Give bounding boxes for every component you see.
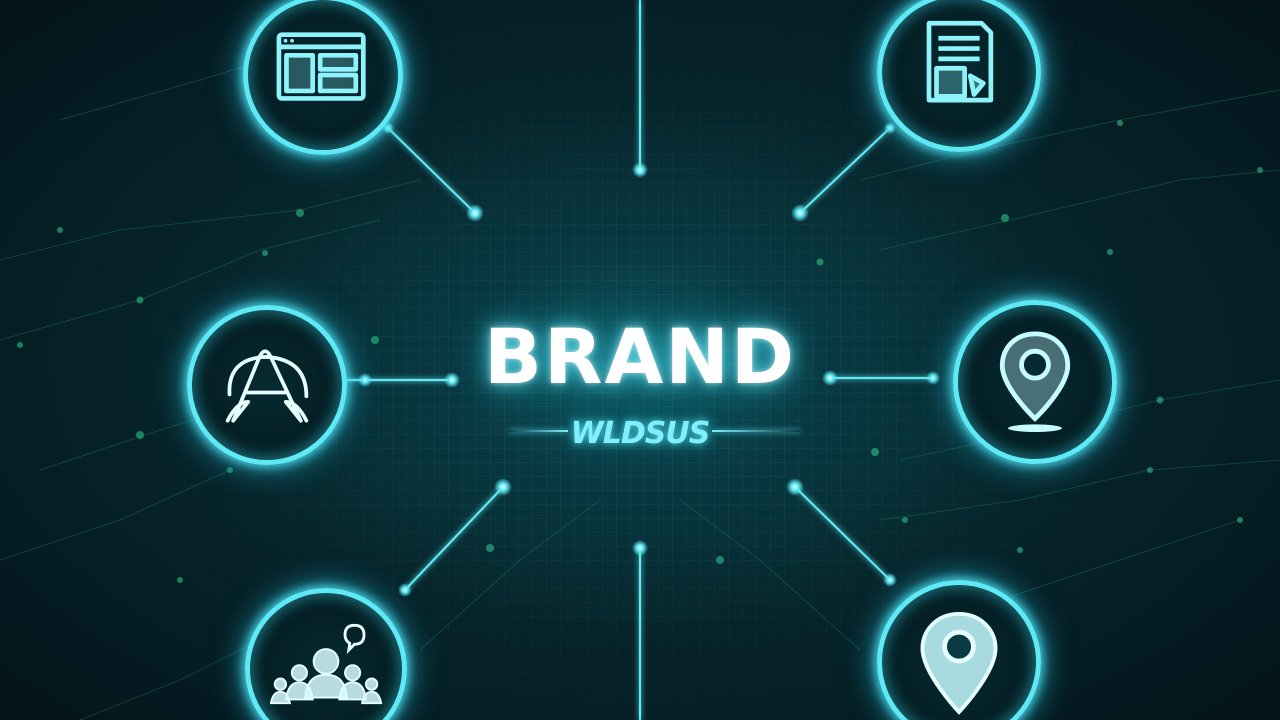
subtitle-line-left xyxy=(508,430,568,432)
location-pin-icon xyxy=(999,331,1071,433)
node-bottom-left xyxy=(245,588,407,720)
browser-window-icon xyxy=(276,32,366,101)
node-top-left xyxy=(243,0,403,155)
brand-logo-icon xyxy=(225,349,309,423)
node-top-right xyxy=(877,0,1041,152)
subtitle-line-right xyxy=(712,430,800,432)
brand-subtitle: WLDSUS xyxy=(570,416,711,451)
node-middle-right xyxy=(953,300,1117,464)
node-middle-left xyxy=(187,305,347,465)
community-chat-icon xyxy=(269,623,383,705)
map-marker-icon xyxy=(920,611,998,715)
node-bottom-right xyxy=(877,580,1041,720)
document-icon xyxy=(926,20,994,103)
brand-title: BRAND xyxy=(484,312,796,401)
